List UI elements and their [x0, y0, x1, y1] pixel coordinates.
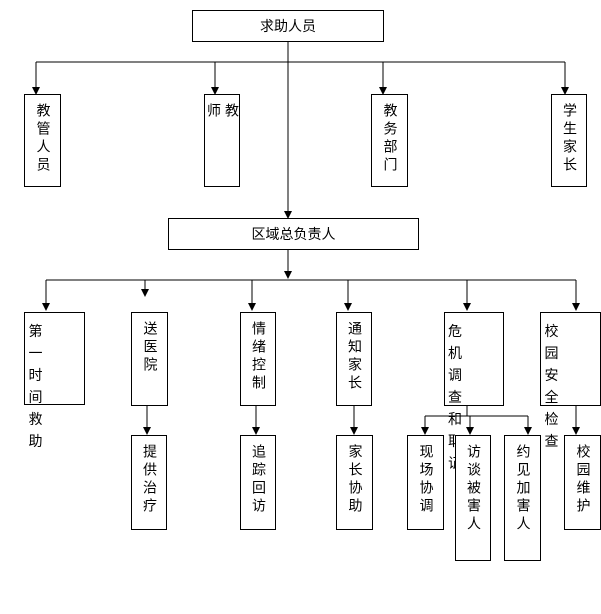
requester-label-admin: 教管人员: [34, 103, 51, 175]
action-box-hospital: 送医院: [131, 312, 168, 406]
action-box-emotion: 情绪控制: [240, 312, 276, 406]
requester-box-teacher: 教 师: [204, 94, 240, 187]
root-label: 求助人员: [260, 19, 316, 35]
action-label-notify: 通知家长: [346, 321, 362, 393]
followup-box-meet: 约见加害人: [504, 435, 541, 561]
requester-label-office: 教务部门: [381, 103, 398, 175]
requester-box-office: 教务部门: [371, 94, 408, 187]
action-label-investigate: 危机调查和取证: [448, 324, 476, 472]
action-box-first-aid: 第一时间救助: [24, 312, 85, 450]
followup-box-maintain: 校园维护: [564, 435, 601, 530]
action-label-emotion: 情绪控制: [250, 321, 266, 393]
action-label-first-aid: 第一时间救助: [28, 324, 57, 450]
action-box-inspect: 校园安全检查: [540, 312, 601, 450]
followup-box-treatment: 提供治疗: [131, 435, 167, 530]
requester-box-admin: 教管人员: [24, 94, 61, 187]
requester-box-parent: 学生家长: [551, 94, 587, 187]
action-box-investigate: 危机调查和取证: [444, 312, 504, 472]
center-label: 区域总负责人: [251, 227, 336, 243]
followup-label-tracking: 追踪回访: [250, 444, 266, 516]
followup-label-meet: 约见加害人: [514, 444, 531, 534]
followup-box-assist: 家长协助: [336, 435, 373, 530]
action-box-notify: 通知家长: [336, 312, 372, 406]
requester-label-parent: 学生家长: [561, 103, 577, 175]
followup-label-interview: 访谈被害人: [465, 444, 481, 534]
followup-label-maintain: 校园维护: [574, 444, 591, 516]
followup-box-interview: 访谈被害人: [455, 435, 491, 561]
followup-box-tracking: 追踪回访: [240, 435, 276, 530]
center-box-area-manager: 区域总负责人: [168, 218, 419, 250]
followup-label-coordinate: 现场协调: [417, 444, 434, 516]
action-label-hospital: 送医院: [141, 321, 158, 375]
followup-label-assist: 家长协助: [346, 444, 363, 516]
action-label-inspect: 校园安全检查: [544, 324, 573, 450]
root-box-requester: 求助人员: [192, 10, 384, 42]
followup-label-treatment: 提供治疗: [141, 444, 157, 516]
requester-label-teacher: 教 师: [205, 103, 239, 133]
followup-box-coordinate: 现场协调: [407, 435, 444, 530]
